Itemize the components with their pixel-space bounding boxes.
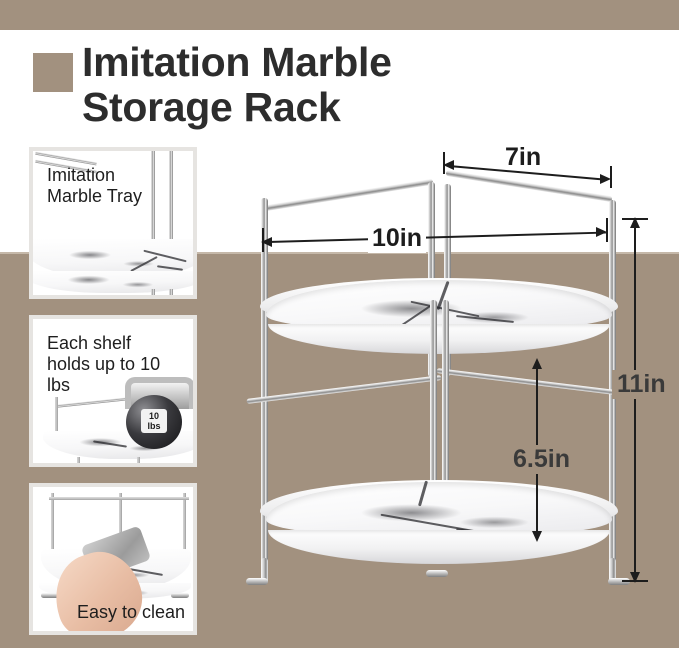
- dimension-6p5in-label: 6.5in: [508, 445, 575, 474]
- foot-center: [426, 570, 448, 577]
- feature-panel-marble-tray[interactable]: Imitation Marble Tray: [29, 147, 197, 299]
- left-handle-top-rail: [262, 178, 434, 212]
- page-title-line-2: Storage Rack: [82, 84, 341, 130]
- dimension-11in-label: 11in: [612, 370, 671, 399]
- kettlebell-weight-badge: 10 lbs: [141, 409, 167, 433]
- product-illustration: [240, 150, 640, 610]
- top-accent-bar: [0, 0, 679, 30]
- feature-art-wiping-hand: [33, 487, 193, 631]
- feature-caption-1: Imitation Marble Tray: [47, 165, 143, 206]
- foot-left: [261, 558, 268, 584]
- page-title: Imitation Marble Storage Rack: [82, 40, 602, 130]
- feature-panel-easy-clean[interactable]: Easy to clean: [29, 483, 197, 635]
- dimension-10in-label: 10in: [368, 224, 427, 253]
- center-column-2: [442, 300, 449, 500]
- kettlebell-weight-number: 10: [148, 411, 159, 421]
- feature-caption-2: Each shelf holds up to 10 lbs: [47, 333, 161, 395]
- middle-support-rail-right: [436, 368, 632, 397]
- middle-support-rail-left: [246, 375, 442, 404]
- page-title-line-1: Imitation Marble: [82, 39, 392, 85]
- background-seam: [0, 252, 679, 254]
- dimension-7in-label: 7in: [505, 143, 542, 171]
- heading-bullet-swatch: [33, 53, 73, 92]
- foot-right-toe: [608, 578, 630, 585]
- center-column: [430, 300, 437, 500]
- kettlebell-weight-unit: lbs: [147, 421, 161, 431]
- feature-panel-weight-capacity[interactable]: 10 lbs Each shelf holds up to 10 lbs: [29, 315, 197, 467]
- right-handle-top-rail: [445, 169, 613, 203]
- foot-left-toe: [246, 578, 268, 585]
- feature-caption-3: Easy to clean: [76, 602, 185, 622]
- foot-right: [609, 558, 616, 584]
- bottom-marble-tray: [260, 480, 618, 566]
- top-marble-tray: [260, 278, 618, 358]
- feature-art-kettlebell: 10 lbs: [33, 319, 193, 463]
- left-handle-outer-post: [261, 198, 268, 583]
- feature-art-marble-tray: [33, 151, 193, 295]
